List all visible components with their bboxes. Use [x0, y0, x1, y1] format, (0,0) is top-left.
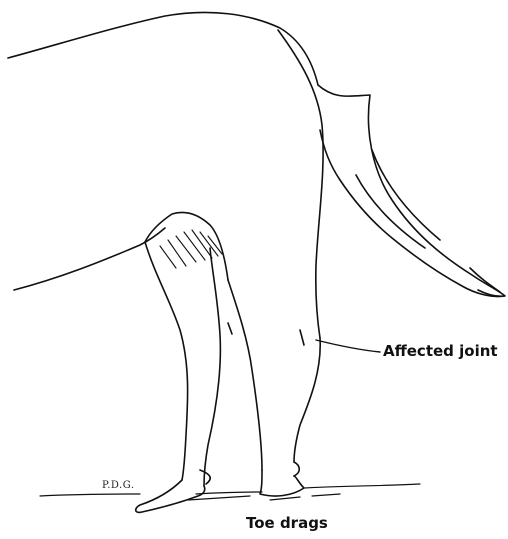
far-fetlock — [294, 462, 299, 476]
near-leg-inner-line — [228, 323, 232, 334]
artist-signature: P.D.G. — [102, 480, 135, 491]
belly-outline — [14, 228, 165, 290]
hock-mark — [300, 330, 304, 345]
near-leg-front-edge — [145, 242, 188, 480]
ground-lines — [40, 484, 420, 500]
affected-joint-label: Affected joint — [383, 342, 498, 360]
back-outline — [8, 12, 318, 85]
affected-joint-pointer — [316, 340, 380, 352]
far-leg-front-edge — [228, 280, 262, 470]
near-fetlock — [200, 470, 210, 484]
far-leg-back-edge — [294, 338, 320, 462]
tail-hair-line — [372, 150, 440, 240]
toe-drags-label: Toe drags — [246, 514, 328, 532]
tail-hair-line — [470, 268, 500, 292]
stifle-shading — [160, 230, 222, 268]
near-hoof — [136, 480, 205, 512]
tail-outline — [318, 85, 505, 297]
near-leg-back-edge — [204, 248, 220, 486]
